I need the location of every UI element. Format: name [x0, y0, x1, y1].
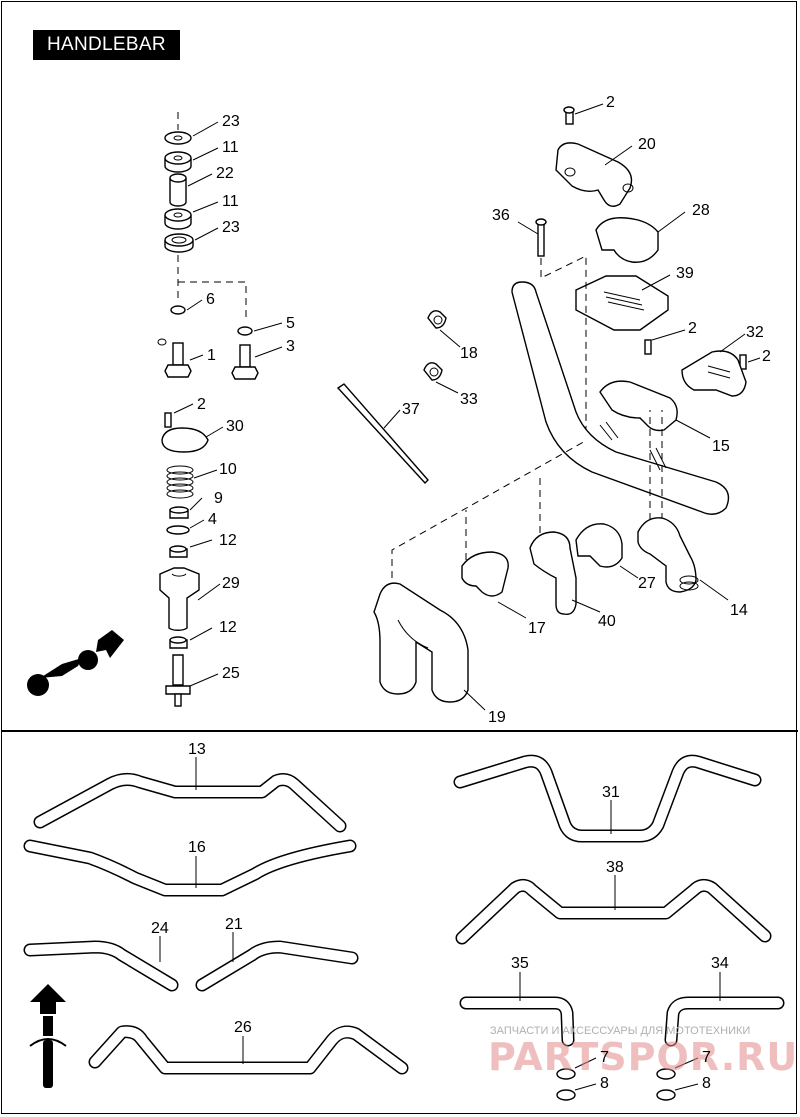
part-label: 8: [600, 1075, 609, 1092]
part-label: 40: [598, 613, 616, 630]
part-label: 9: [214, 490, 223, 507]
part-label: 3: [286, 338, 295, 355]
part-labels-bottom: 13 16 24 21 26 31 38 35 34 7 7 8 8: [151, 741, 729, 1092]
motorcycle-top-view-icon: [29, 984, 67, 1088]
watermark-brand: PARTSPOR.RU: [488, 1035, 798, 1079]
leader-lines-top: [173, 103, 761, 711]
clamp-assembly-drawing: [336, 106, 747, 703]
part-label: 27: [638, 575, 656, 592]
part-label: 24: [151, 920, 169, 937]
part-label: 13: [188, 741, 206, 758]
part-label: 26: [234, 1019, 252, 1036]
part-label: 21: [225, 916, 243, 933]
part-label: 8: [702, 1075, 711, 1092]
part-label: 10: [219, 461, 237, 478]
part-label: 33: [460, 391, 478, 408]
part-label: 32: [746, 324, 764, 341]
part-label: 35: [511, 955, 529, 972]
part-label: 22: [216, 165, 234, 182]
part-label: 4: [208, 511, 217, 528]
part-label: 19: [488, 709, 506, 726]
part-label: 30: [226, 418, 244, 435]
motorcycle-side-view-icon: [27, 630, 124, 696]
part-label: 34: [711, 955, 729, 972]
part-label: 16: [188, 839, 206, 856]
part-label: 23: [222, 113, 240, 130]
part-label: 12: [219, 619, 237, 636]
part-labels-top: 23 11 22 11 23 6 5 1 3 2 30 10 9 4 12 29…: [197, 94, 771, 726]
part-label: 2: [197, 396, 206, 413]
part-label: 7: [600, 1049, 609, 1066]
part-label: 20: [638, 136, 656, 153]
part-label: 38: [606, 859, 624, 876]
section-divider: [1, 730, 798, 732]
part-label: 17: [528, 620, 546, 637]
part-label: 2: [762, 348, 771, 365]
part-label: 36: [492, 207, 510, 224]
part-label: 29: [222, 575, 240, 592]
handlebar-variants-drawing: [23, 754, 785, 1101]
part-label: 2: [606, 94, 615, 111]
watermark-caption: ЗАПЧАСТИ И АКСЕССУАРЫ ДЛЯ МОТОТЕХНИКИ: [490, 1025, 750, 1037]
part-label: 39: [676, 265, 694, 282]
part-label: 31: [602, 784, 620, 801]
part-label: 11: [222, 139, 239, 156]
part-label: 5: [286, 315, 295, 332]
part-label: 37: [402, 401, 420, 418]
part-label: 1: [207, 347, 216, 364]
part-label: 11: [222, 193, 239, 210]
part-label: 2: [688, 320, 697, 337]
part-label: 25: [222, 665, 240, 682]
watermark: ЗАПЧАСТИ И АКСЕССУАРЫ ДЛЯ МОТОТЕХНИКИ PA…: [488, 1025, 798, 1079]
diagram-title: HANDLEBAR: [33, 30, 180, 60]
part-label: 28: [692, 202, 710, 219]
part-label: 6: [206, 291, 215, 308]
riser-stack-drawing: [157, 112, 259, 707]
part-label: 7: [702, 1049, 711, 1066]
part-label: 14: [730, 602, 748, 619]
part-label: 12: [219, 532, 237, 549]
part-label: 15: [712, 438, 730, 455]
part-label: 18: [460, 345, 478, 362]
part-label: 23: [222, 219, 240, 236]
